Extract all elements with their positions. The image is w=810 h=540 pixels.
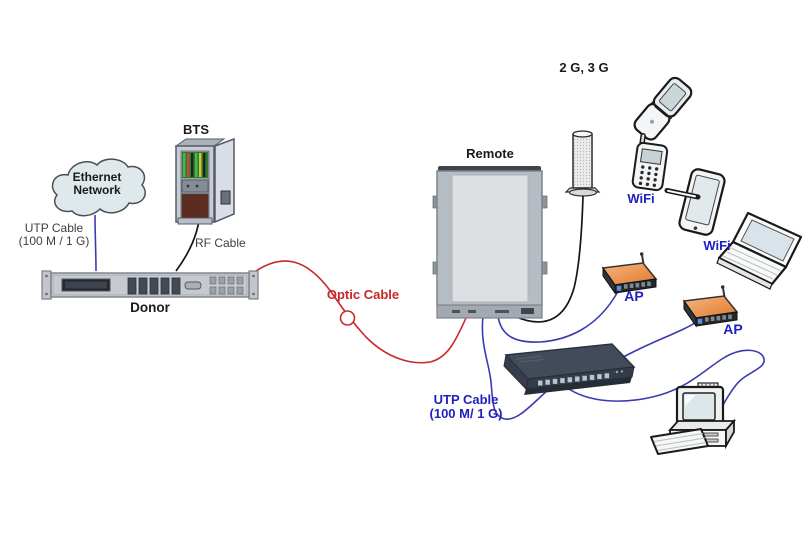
rf-cable-label: RF Cable	[195, 236, 246, 250]
ethernet-cloud-label-line1: Ethernet	[72, 170, 122, 184]
pda	[664, 168, 726, 236]
utp-cable-remote-ap1	[497, 289, 620, 343]
ethernet-cloud-label: Ethernet Network	[54, 170, 140, 198]
utp-cable-donor-label: UTP Cable (100 M / 1 G)	[8, 221, 100, 249]
remote-unit	[432, 166, 548, 319]
utp-cable-cloud-donor	[94, 214, 97, 272]
rf-cable-remote-antenna	[513, 195, 584, 323]
wifi-phone-label: WiFi	[627, 191, 655, 206]
ap2-label: AP	[723, 321, 743, 337]
wifi-pda-label: WiFi	[703, 238, 731, 253]
radio-bands-label: 2 G, 3 G	[559, 60, 609, 75]
ethernet-switch	[503, 343, 636, 395]
utp-cable-donor-label-line1: UTP Cable	[24, 221, 84, 235]
ethernet-cloud-label-line2: Network	[73, 183, 121, 198]
donor-label: Donor	[130, 300, 170, 315]
utp-cable-switch-pc	[565, 349, 765, 410]
utp-cable-remote-label-line2: (100 M/ 1 G)	[429, 406, 503, 422]
omni-antenna	[564, 130, 601, 197]
access-point-1	[602, 251, 657, 294]
mobile-phone	[631, 133, 669, 192]
utp-cable-remote-label: UTP Cable (100 M/ 1 G)	[424, 392, 508, 422]
optic-cable-donor-remote	[255, 260, 467, 364]
ap1-label: AP	[624, 288, 644, 304]
utp-cable-donor-label-line2: (100 M / 1 G)	[18, 234, 90, 249]
ethernet-cloud	[51, 158, 146, 217]
stylus	[664, 188, 701, 200]
bts-cabinet	[174, 137, 235, 225]
optic-cable-label: Optic Cable	[326, 287, 400, 302]
bts-label: BTS	[183, 122, 209, 137]
optic-cable-loop	[339, 310, 356, 326]
remote-label: Remote	[466, 146, 514, 161]
utp-cable-remote-label-line1: UTP Cable	[433, 392, 499, 407]
desktop-pc	[650, 382, 737, 455]
laptop	[716, 211, 803, 290]
utp-cable-remote-switch	[481, 315, 549, 420]
donor-unit	[41, 270, 259, 300]
access-point-2	[683, 284, 738, 327]
flip-phone	[633, 76, 693, 141]
